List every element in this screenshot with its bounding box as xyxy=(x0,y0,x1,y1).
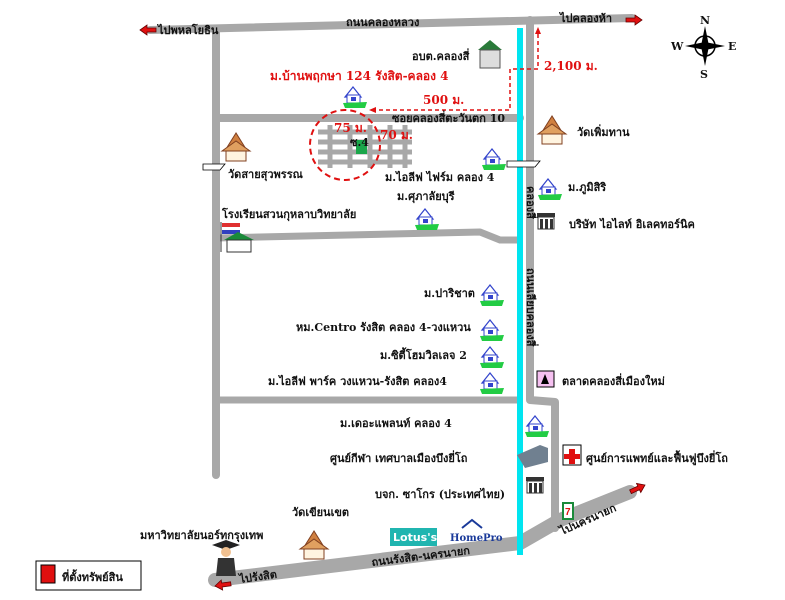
compass-n: N xyxy=(700,14,710,27)
property-legend-swatch xyxy=(40,564,56,584)
to-phahon-label: ไปพหลโยธิน xyxy=(156,23,219,37)
road-mid xyxy=(212,228,522,244)
to-khlong-ha-label: ไปคลองห้า xyxy=(558,11,612,25)
landmark-centro: หม.Centro รังสิต คลอง 4-วงแหวน xyxy=(296,321,471,334)
landmark-school: โรงเรียนสวนกุหลาบวิทยาลัย xyxy=(221,207,356,222)
landmark-market: ตลาดคลองสี่เมืองใหม่ xyxy=(562,373,665,388)
road-khlong-luang xyxy=(146,14,636,34)
soi-label: ซอยคลองสี่ตะวันตก 10 xyxy=(392,110,505,125)
temple-icon xyxy=(537,115,567,145)
landmark-ilife-farm: ม.ไอลีฟ ไฟร์ม คลอง 4 xyxy=(385,170,495,184)
village-icon xyxy=(481,148,507,171)
landmark-phumsiri: ม.ภูมิสิริ xyxy=(568,181,606,195)
distance-north: 2,100 ม. xyxy=(544,59,598,73)
village-icon xyxy=(537,178,563,201)
landmark-sport: ศูนย์กีฬา เทศบาลเมืองบึงยี่โถ xyxy=(330,450,468,466)
plot-height-label: 70 ม. xyxy=(380,128,413,142)
village-icon xyxy=(342,86,368,109)
graduate-icon xyxy=(212,540,240,576)
landmark-supalai: ม.ศุภาลัยบุรี xyxy=(397,190,455,204)
temple-icon xyxy=(221,132,251,162)
landmark-wat-phoem: วัดเพิ่มทาน xyxy=(577,124,630,139)
stadium-icon xyxy=(517,445,548,468)
bottom-road-label: ถนนรังสิต-นครนายก xyxy=(371,544,471,569)
plot-width-label: 75 ม. xyxy=(334,121,367,135)
landmark-parichat: ม.ปาริชาต xyxy=(424,287,475,300)
to-rangsit-label: ไปรังสิต xyxy=(236,567,277,586)
landmark-wat-khian: วัดเขียนเขต xyxy=(292,506,349,519)
road-top-label: ถนนคลองหลวง xyxy=(346,16,419,29)
landmark-medical: ศูนย์การแพทย์และฟื้นฟูบึงยี่โถ xyxy=(586,450,728,466)
compass-icon: N S E W xyxy=(670,14,736,81)
property-marker[interactable] xyxy=(356,140,367,154)
legend: ที่ตั้งทรัพย์สิน xyxy=(35,560,142,591)
compass-w: W xyxy=(670,40,684,53)
seven-eleven-icon: 7 xyxy=(562,502,574,520)
landmark-wat-sai: วัดสายสุวพรรณ xyxy=(228,168,304,182)
break-marks xyxy=(202,160,541,171)
landmark-highlight-village: ม.บ้านพฤกษา 124 รังสิต-คลอง 4 xyxy=(270,69,449,83)
landmark-ilife-park: ม.ไอลีฟ พาร์ค วงแหวน-รังสิต คลอง4 xyxy=(268,374,447,388)
landmark-sakol: บจก. ซาโกร (ประเทศไทย) xyxy=(375,487,505,501)
village-icon xyxy=(479,346,505,369)
road-rangsit-nakhon-nayok xyxy=(208,485,637,587)
school-icon xyxy=(220,222,254,253)
distance-east: 500 ม. xyxy=(423,93,464,107)
village-icon xyxy=(479,319,505,342)
road-east xyxy=(526,16,559,532)
homepro-label: HomePro xyxy=(450,533,503,544)
landmark-the-plant: ม.เดอะแพลนท์ คลอง 4 xyxy=(340,417,452,430)
compass-e: E xyxy=(728,40,736,53)
company-icon xyxy=(536,212,556,230)
village-icon xyxy=(479,372,505,395)
lotus-label: Lotus's xyxy=(393,531,438,544)
hospital-icon xyxy=(562,444,582,466)
landmark-obt: อบต.คลองสี่ xyxy=(412,48,470,63)
landmark-ilite: บริษัท ไอไลท์ อิเลคทอร์นิค xyxy=(569,217,695,231)
arrow-up-icon xyxy=(535,27,541,34)
roads xyxy=(146,14,637,587)
compass-s: S xyxy=(700,68,708,81)
homepro-logo: HomePro xyxy=(450,518,503,544)
seven-eleven-label: 7 xyxy=(565,507,571,518)
temple-icon xyxy=(299,530,329,560)
obt-icon xyxy=(478,40,502,69)
landmark-city-home: ม.ซิตี้โฮมวิลเลจ 2 xyxy=(380,347,467,362)
soi-4-label: ซ.4 xyxy=(350,136,369,149)
legend-property-label: ที่ตั้งทรัพย์สิน xyxy=(62,569,123,584)
distance-lines xyxy=(372,30,539,111)
factory-icon xyxy=(525,476,545,494)
village-icon xyxy=(524,415,550,438)
east-road-label: ถนนเลียบคลองสี่ xyxy=(524,268,539,347)
market-icon xyxy=(536,370,555,388)
landmark-univ: มหาวิทยาลัยนอร์ทกรุงเทพ xyxy=(140,529,263,543)
lotus-logo: Lotus's xyxy=(390,528,438,546)
arrow-left-icon xyxy=(369,107,376,113)
village-icon xyxy=(414,208,440,231)
canal-label: คลองสี่ xyxy=(524,186,539,219)
village-icon xyxy=(479,284,505,307)
property-circle xyxy=(309,109,381,181)
